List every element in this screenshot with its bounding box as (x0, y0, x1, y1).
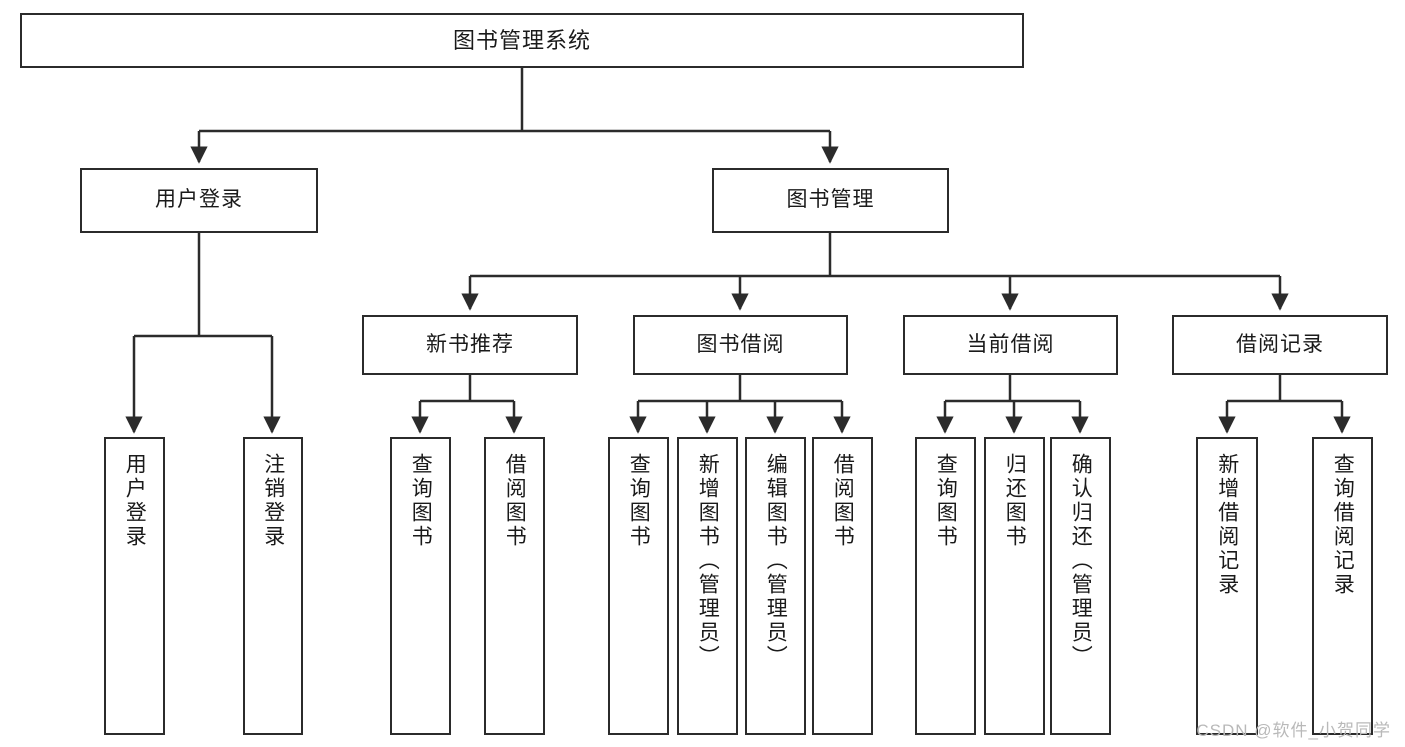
watermark-text: CSDN @软件_小贺同学 (1196, 721, 1391, 740)
node-book-borrow-label: 图书借阅 (696, 332, 785, 356)
node-leaf-return-book-label: 归还图书 (1003, 453, 1027, 549)
node-leaf-user-login-label: 用户登录 (123, 453, 147, 549)
node-leaf-add-book[interactable]: 新增图书（管理员） (677, 437, 738, 735)
node-leaf-query-record[interactable]: 查询借阅记录 (1312, 437, 1373, 735)
node-leaf-query-book-3[interactable]: 查询图书 (915, 437, 976, 735)
node-leaf-add-record[interactable]: 新增借阅记录 (1196, 437, 1258, 735)
node-leaf-borrow-book-1[interactable]: 借阅图书 (484, 437, 545, 735)
node-book-borrow[interactable]: 图书借阅 (633, 315, 848, 375)
node-leaf-query-book-2-label: 查询图书 (627, 453, 651, 549)
node-leaf-query-record-label: 查询借阅记录 (1331, 453, 1355, 597)
node-root-label: 图书管理系统 (452, 27, 591, 53)
node-leaf-add-record-label: 新增借阅记录 (1215, 453, 1239, 597)
node-book-manage[interactable]: 图书管理 (712, 168, 949, 233)
node-leaf-return-book[interactable]: 归还图书 (984, 437, 1045, 735)
node-new-book-recommend-label: 新书推荐 (426, 332, 514, 356)
node-book-manage-label: 图书管理 (786, 188, 875, 212)
node-leaf-query-book-1-label: 查询图书 (409, 453, 433, 549)
node-borrow-record[interactable]: 借阅记录 (1172, 315, 1388, 375)
node-leaf-query-book-1[interactable]: 查询图书 (390, 437, 451, 735)
node-leaf-query-book-2[interactable]: 查询图书 (608, 437, 669, 735)
node-leaf-query-book-3-label: 查询图书 (934, 453, 958, 549)
node-leaf-edit-book-label: 编辑图书（管理员） (764, 453, 788, 669)
node-leaf-edit-book[interactable]: 编辑图书（管理员） (745, 437, 806, 735)
node-leaf-user-logout-label: 注销登录 (261, 453, 285, 549)
node-leaf-borrow-book-2-label: 借阅图书 (831, 453, 855, 549)
node-leaf-add-book-label: 新增图书（管理员） (696, 453, 720, 669)
node-leaf-borrow-book-2[interactable]: 借阅图书 (812, 437, 873, 735)
node-leaf-user-login[interactable]: 用户登录 (104, 437, 165, 735)
node-leaf-confirm-return[interactable]: 确认归还（管理员） (1050, 437, 1111, 735)
node-current-borrow-label: 当前借阅 (966, 332, 1055, 356)
node-user-login-label: 用户登录 (155, 188, 243, 212)
node-root[interactable]: 图书管理系统 (20, 13, 1024, 68)
node-user-login[interactable]: 用户登录 (80, 168, 318, 233)
node-leaf-confirm-return-label: 确认归还（管理员） (1069, 453, 1093, 669)
node-current-borrow[interactable]: 当前借阅 (903, 315, 1118, 375)
node-leaf-borrow-book-1-label: 借阅图书 (503, 453, 527, 549)
node-borrow-record-label: 借阅记录 (1236, 332, 1324, 356)
node-leaf-user-logout[interactable]: 注销登录 (243, 437, 303, 735)
node-new-book-recommend[interactable]: 新书推荐 (362, 315, 578, 375)
